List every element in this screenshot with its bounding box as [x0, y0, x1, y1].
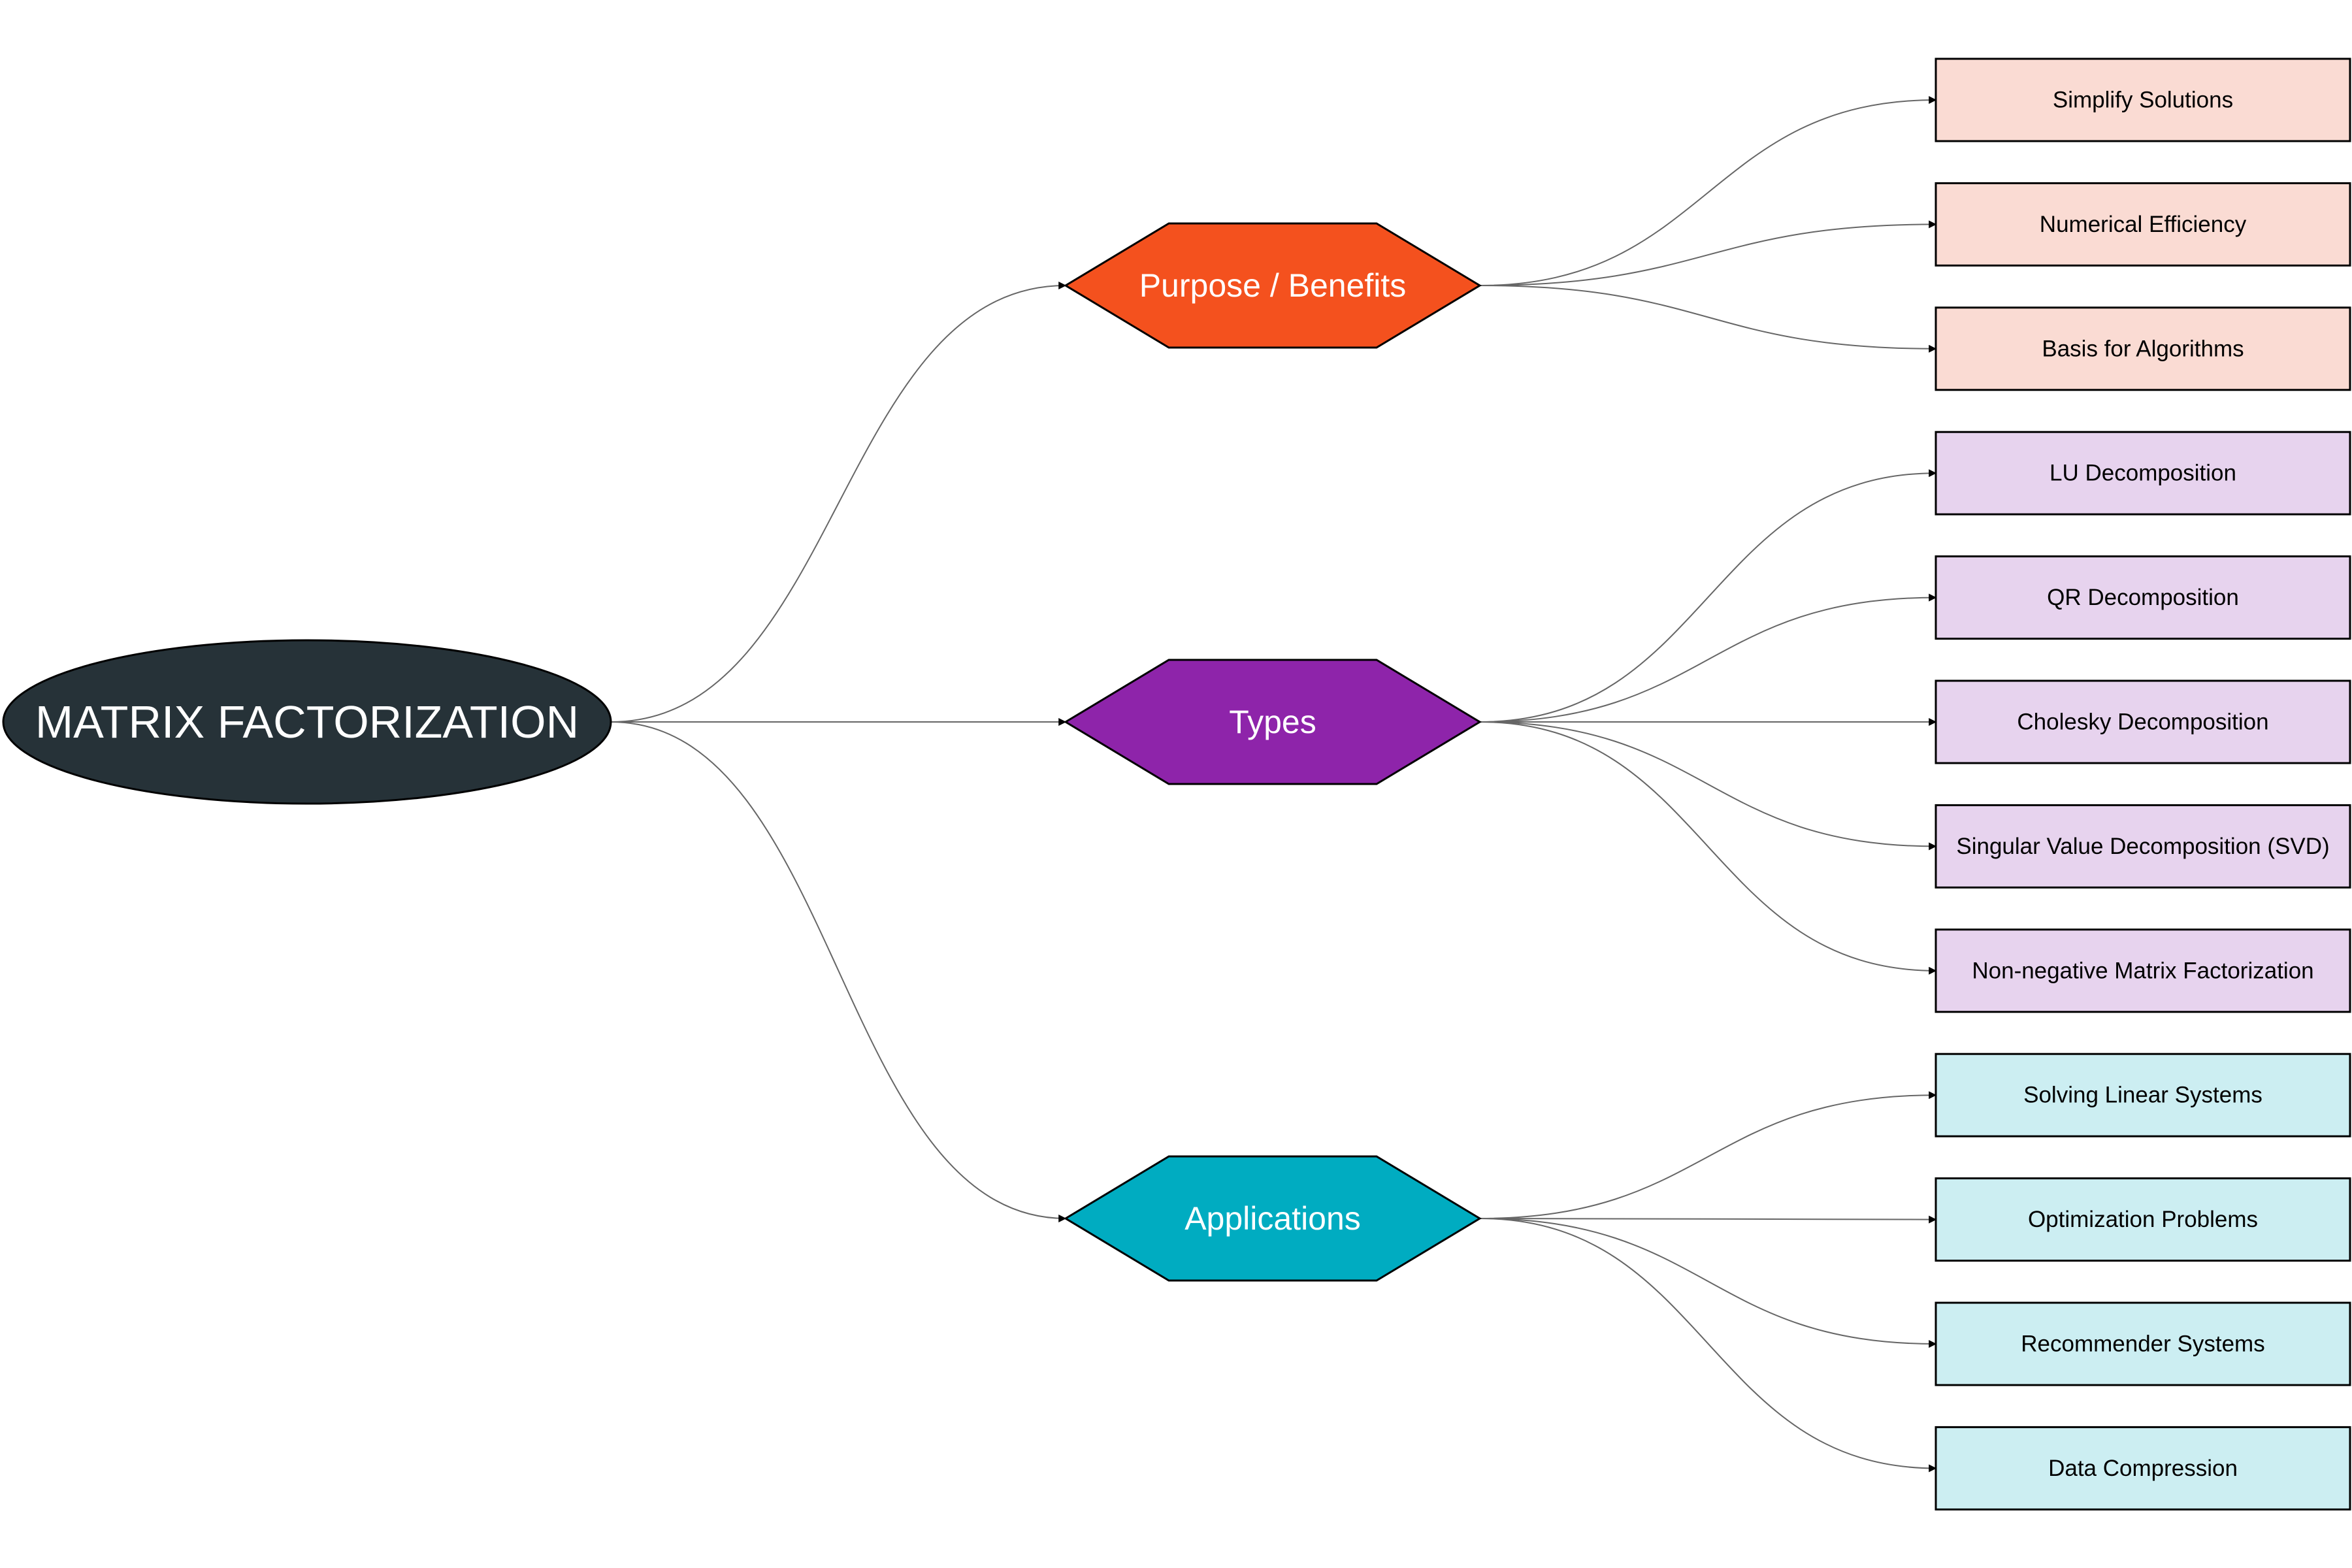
category-node-types[interactable]: Types: [1064, 659, 1482, 785]
leaf-label: Non-negative Matrix Factorization: [1972, 958, 2313, 983]
leaf-node-recommender-systems[interactable]: Recommender Systems: [1935, 1301, 2351, 1386]
leaf-label: Solving Linear Systems: [2023, 1083, 2262, 1108]
category-hexagon: [1064, 222, 1482, 349]
leaf-box: [1935, 804, 2351, 889]
edge-applications-to-data-compression: [1479, 1218, 1937, 1473]
leaf-box: [1935, 57, 2351, 142]
edge-applications-to-optimization-problems: [1479, 1215, 1937, 1224]
leaf-node-lu-decomposition[interactable]: LU Decomposition: [1935, 431, 2351, 515]
category-node-applications[interactable]: Applications: [1064, 1155, 1482, 1282]
leaf-box: [1935, 1177, 2351, 1262]
leaf-label: Singular Value Decomposition (SVD): [1956, 834, 2329, 859]
leaf-label: Numerical Efficiency: [2040, 212, 2247, 237]
leaf-node-non-negative-matrix-factorization[interactable]: Non-negative Matrix Factorization: [1935, 928, 2351, 1013]
edge-root-to-purpose-benefits: [610, 282, 1067, 723]
leaf-box: [1935, 182, 2351, 267]
category-label: Types: [1229, 704, 1316, 740]
leaf-node-simplify-solutions[interactable]: Simplify Solutions: [1935, 57, 2351, 142]
root-label: MATRIX FACTORIZATION: [35, 696, 579, 747]
root-ellipse: [2, 639, 612, 805]
edge-purpose-benefits-to-basis-for-algorithms: [1479, 285, 1937, 353]
edge-types-to-non-negative-matrix-factorization: [1479, 721, 1937, 975]
edge-purpose-benefits-to-numerical-efficiency: [1479, 220, 1937, 286]
edge-types-to-singular-value-decomposition-svd: [1479, 721, 1937, 851]
leaf-node-solving-linear-systems[interactable]: Solving Linear Systems: [1935, 1053, 2351, 1137]
edge-types-to-qr-decomposition: [1479, 593, 1937, 723]
leaf-box: [1935, 1426, 2351, 1511]
edge-purpose-benefits-to-simplify-solutions: [1479, 96, 1937, 286]
edge-types-to-lu-decomposition: [1479, 469, 1937, 723]
leaf-label: QR Decomposition: [2047, 585, 2239, 610]
leaf-node-numerical-efficiency[interactable]: Numerical Efficiency: [1935, 182, 2351, 267]
leaf-node-data-compression[interactable]: Data Compression: [1935, 1426, 2351, 1511]
leaf-box: [1935, 555, 2351, 640]
leaf-label: Recommender Systems: [2021, 1331, 2264, 1357]
leaf-label: Basis for Algorithms: [2042, 336, 2244, 361]
leaf-node-cholesky-decomposition[interactable]: Cholesky Decomposition: [1935, 679, 2351, 764]
leaf-node-qr-decomposition[interactable]: QR Decomposition: [1935, 555, 2351, 640]
leaf-node-basis-for-algorithms[interactable]: Basis for Algorithms: [1935, 306, 2351, 391]
edge-applications-to-solving-linear-systems: [1479, 1091, 1937, 1219]
leaf-label: Data Compression: [2048, 1456, 2238, 1481]
leaf-label: Simplify Solutions: [2053, 88, 2233, 113]
category-node-purpose-benefits[interactable]: Purpose / Benefits: [1064, 222, 1482, 349]
category-label: Applications: [1184, 1200, 1361, 1237]
root-node[interactable]: MATRIX FACTORIZATION: [2, 639, 612, 805]
leaf-node-singular-value-decomposition-svd[interactable]: Singular Value Decomposition (SVD): [1935, 804, 2351, 889]
category-label: Purpose / Benefits: [1139, 267, 1407, 304]
category-hexagon: [1064, 659, 1482, 785]
leaf-box: [1935, 1301, 2351, 1386]
leaf-box: [1935, 431, 2351, 515]
leaf-node-optimization-problems[interactable]: Optimization Problems: [1935, 1177, 2351, 1262]
edges-layer: [610, 96, 1937, 1473]
leaf-box: [1935, 928, 2351, 1013]
leaf-box: [1935, 1053, 2351, 1137]
leaf-label: Optimization Problems: [2028, 1207, 2258, 1232]
leaf-box: [1935, 306, 2351, 391]
leaf-label: LU Decomposition: [2050, 461, 2236, 486]
category-hexagon: [1064, 1155, 1482, 1282]
edge-root-to-applications: [610, 721, 1067, 1222]
leaf-box: [1935, 679, 2351, 764]
leaf-label: Cholesky Decomposition: [2017, 710, 2268, 735]
edge-applications-to-recommender-systems: [1479, 1218, 1937, 1348]
